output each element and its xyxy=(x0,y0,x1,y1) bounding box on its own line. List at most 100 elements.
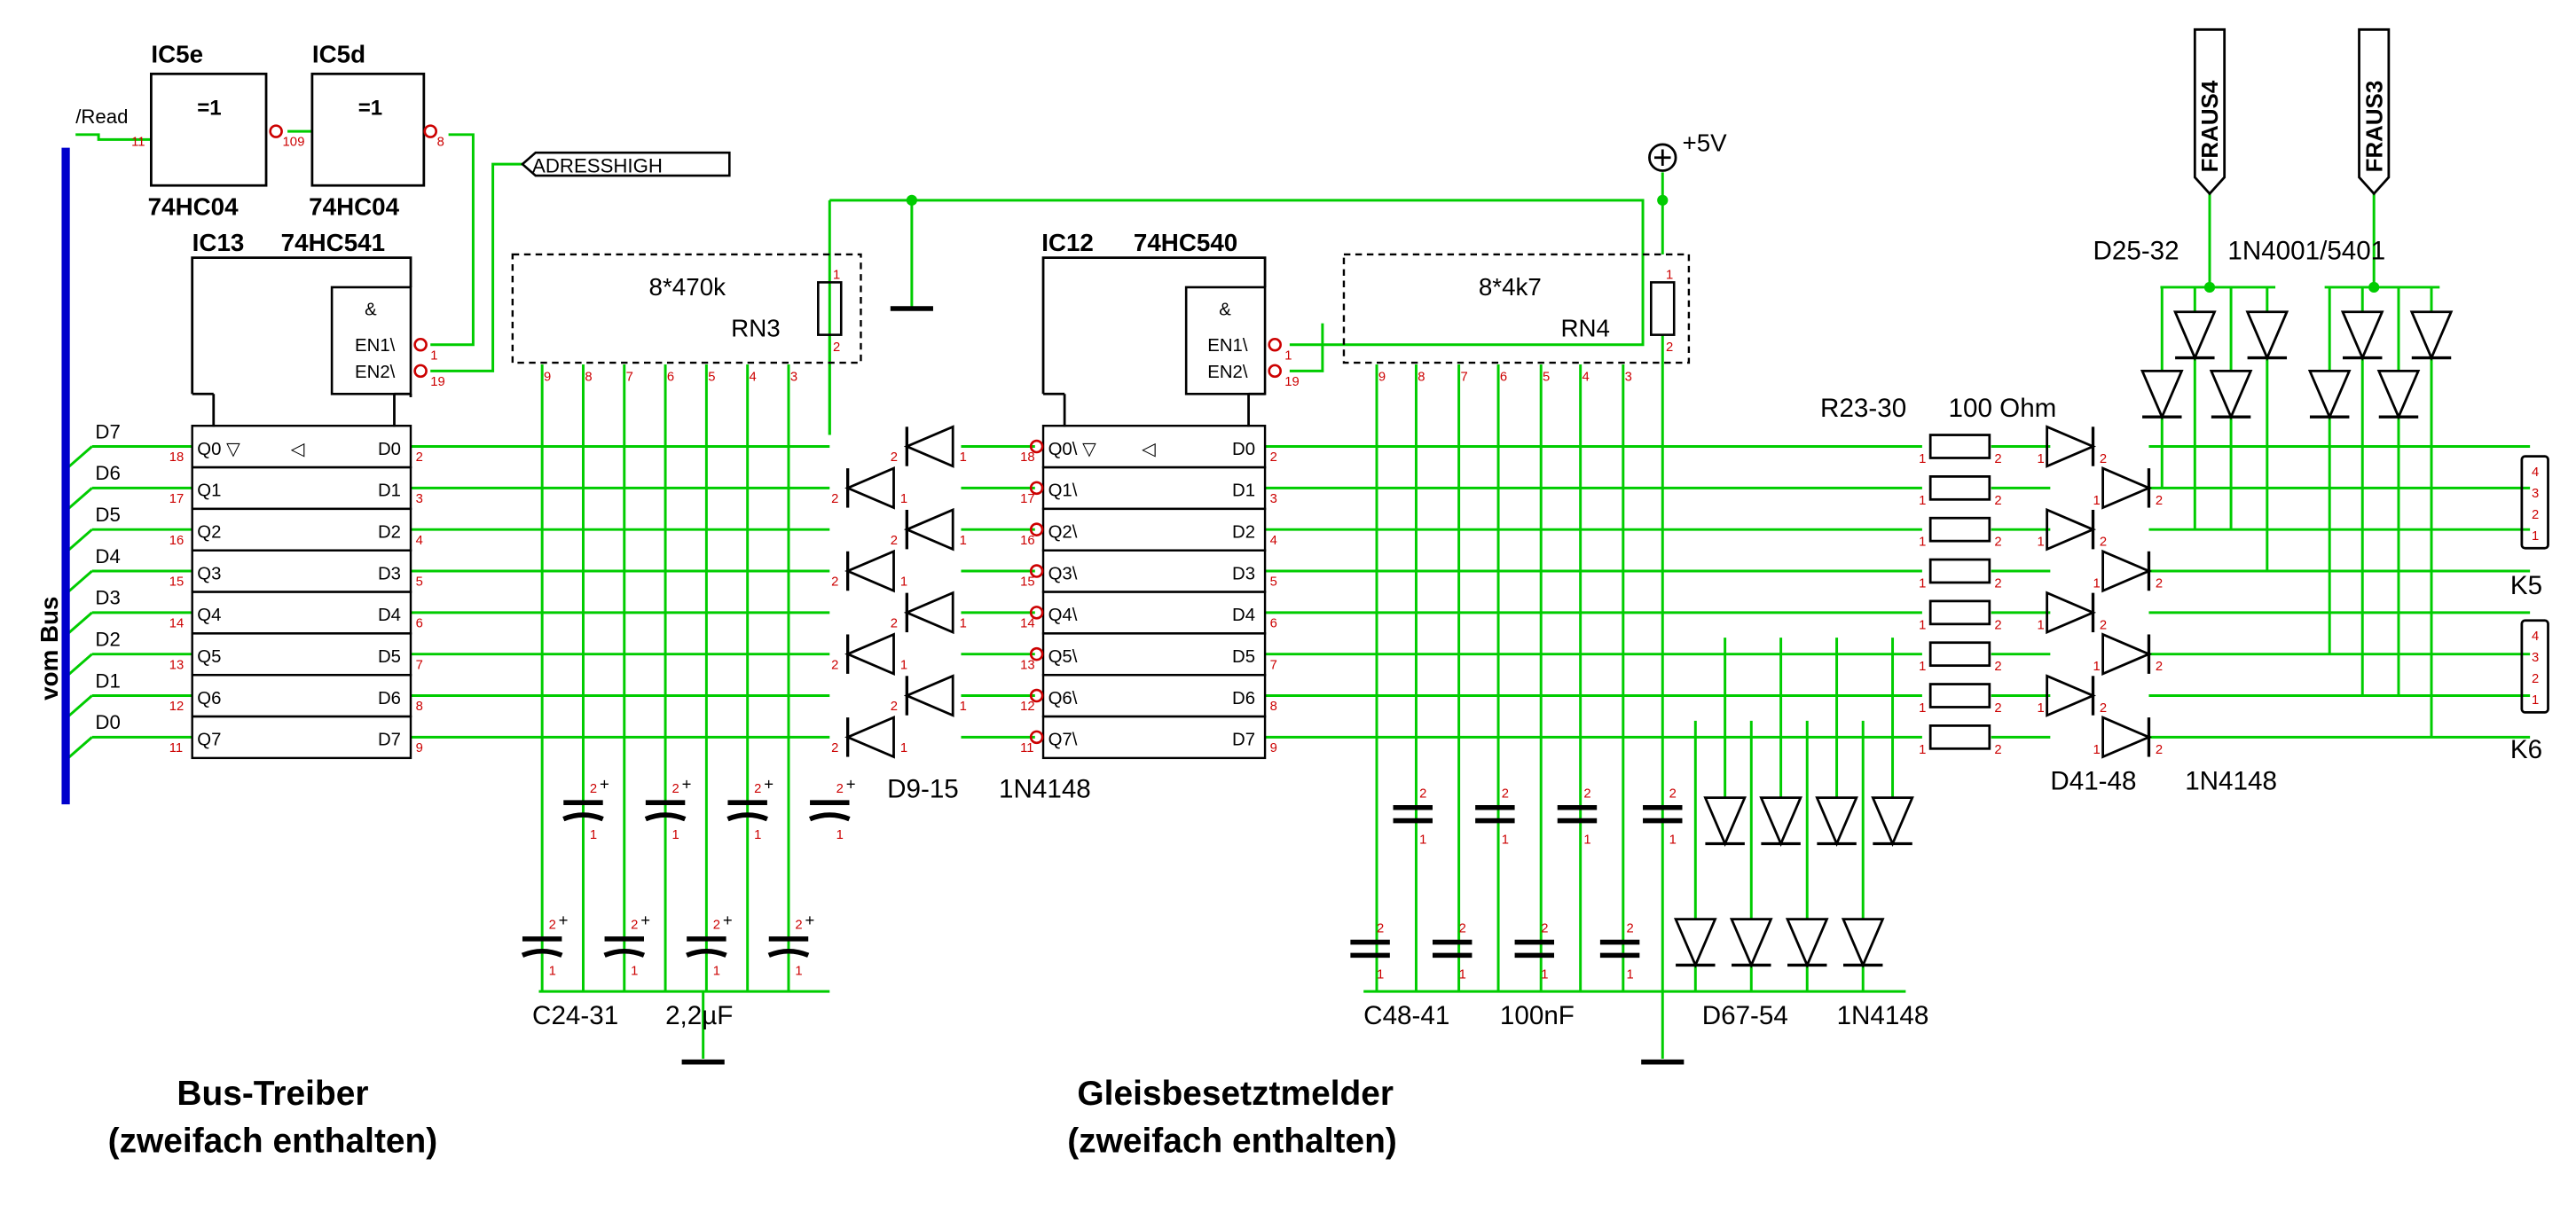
bus-branch-wire xyxy=(65,611,93,637)
d67-label: D67-54 xyxy=(1702,1001,1788,1030)
d41-label: D41-48 xyxy=(2050,766,2136,795)
ic5d-name: IC5d xyxy=(312,40,365,67)
c24-label: C24-31 xyxy=(532,1001,618,1030)
c24-capacitor-plate2 xyxy=(686,948,727,958)
r23-resistor xyxy=(1928,434,1991,459)
rn3-pin-label: 4 xyxy=(750,370,757,384)
bus-branch-wire xyxy=(65,528,93,554)
data-wires xyxy=(65,194,2531,992)
d25-diode xyxy=(2376,369,2421,420)
d41-pin: 1 xyxy=(2093,660,2101,674)
rn3-pin2: 2 xyxy=(833,340,840,355)
rn3-pin-label: 3 xyxy=(790,370,797,384)
rn3-pin-label: 9 xyxy=(544,370,551,384)
r-pin: 2 xyxy=(1994,494,2001,508)
d41-diode-body xyxy=(2046,507,2097,552)
cap-pin: 1 xyxy=(836,828,844,842)
d25-diode-body xyxy=(2340,310,2384,362)
c48-label: C48-41 xyxy=(1363,1001,1449,1030)
c24-capacitor-plate2 xyxy=(767,948,810,958)
title-left-line1: Bus-Treiber xyxy=(177,1075,368,1113)
bus-line-label-d3: D3 xyxy=(95,587,120,609)
d9-diode-body xyxy=(903,591,954,635)
d67-diode-body xyxy=(1871,796,1914,848)
d9-diode-body xyxy=(903,425,954,468)
d9-diode-body xyxy=(844,632,895,677)
ic13-name: IC13 xyxy=(192,229,245,256)
ic12-left-pin: 18 xyxy=(1020,450,1034,465)
r23-resistor xyxy=(1928,475,1991,501)
d25-diode xyxy=(2140,369,2184,420)
c24-capacitor-plate2 xyxy=(603,948,646,958)
ic13-right-pin: 4 xyxy=(416,534,423,548)
r-pin: 2 xyxy=(1994,536,2001,550)
r23-resistor xyxy=(1928,516,1991,543)
d67-value: 1N4148 xyxy=(1837,1001,1929,1030)
d25-diode xyxy=(2245,310,2289,362)
k5-connector-pin: 4 xyxy=(2532,466,2539,480)
d41-diode-body xyxy=(2046,591,2097,635)
title-mid-line2: (zweifach enthalten) xyxy=(1067,1123,1397,1161)
d25-diode-body xyxy=(2245,310,2289,362)
d67-diode xyxy=(1729,918,1773,969)
d9-pin: 2 xyxy=(891,450,898,465)
ic5d-func: =1 xyxy=(358,97,382,121)
title-left-line2: (zweifach enthalten) xyxy=(108,1123,438,1161)
bus-line-label-d7: D7 xyxy=(95,420,120,442)
cap-pin: 2 xyxy=(549,919,556,933)
d9-diode xyxy=(903,674,954,717)
cap-pin: 1 xyxy=(1583,833,1590,847)
ic12-right-label: D3 xyxy=(1232,564,1255,583)
d67-diode-body xyxy=(1785,918,1829,969)
d9-diode-body xyxy=(903,674,954,717)
rn4-value: 8*4k7 xyxy=(1479,273,1542,301)
d9-pin: 1 xyxy=(960,450,967,465)
d25-value: 1N4001/5401 xyxy=(2227,236,2385,265)
ic12-en2: EN2\ xyxy=(1207,363,1248,382)
supply-label: +5V xyxy=(1682,129,1727,156)
supply-plus5v: +5V xyxy=(1648,129,1727,172)
k6-connector-pin: 2 xyxy=(2532,672,2539,686)
ic13-en1-bubble xyxy=(413,337,428,352)
r-pin: 2 xyxy=(1994,660,2001,674)
d67-diode xyxy=(1759,796,1802,848)
ic12-right-label: D6 xyxy=(1232,689,1255,708)
d9-diode xyxy=(844,716,895,759)
r-pin: 1 xyxy=(1919,660,1926,674)
r23-resistor xyxy=(1928,641,1991,668)
r23-label: R23-30 xyxy=(1820,394,1906,423)
r23-value: 100 Ohm xyxy=(1949,394,2057,423)
cap-pin: 1 xyxy=(671,828,679,842)
ic13-left-label: Q3 xyxy=(197,564,221,583)
r-pin: 2 xyxy=(1994,743,2001,757)
ic12-input-bubble xyxy=(1029,688,1044,703)
ic12-right-label: D2 xyxy=(1232,522,1255,542)
ic13-right-label: D3 xyxy=(378,564,401,583)
cap-plus: + xyxy=(846,774,856,793)
r23-resistor xyxy=(1928,724,1991,750)
ic13-triangle-icon: ◁ xyxy=(291,440,305,459)
c24-capacitor-plate2 xyxy=(521,948,563,958)
d41-diode-body xyxy=(2046,425,2097,468)
d9-pin: 2 xyxy=(831,741,838,755)
d41-pin: 1 xyxy=(2038,618,2045,632)
cap-pin: 1 xyxy=(1541,967,1548,982)
cap-pin: 1 xyxy=(549,965,556,979)
rn4-pin-label: 3 xyxy=(1625,370,1632,384)
fraus3-flag: FRAUS3 xyxy=(2358,27,2391,196)
rn3-pin1: 1 xyxy=(833,269,840,283)
rn3-pin-label: 6 xyxy=(667,370,674,384)
d67-diode-body xyxy=(1815,796,1858,848)
ic13-left-label: Q0 ▽ xyxy=(197,440,240,459)
ic12-input-bubble xyxy=(1029,439,1044,454)
cap-pin: 1 xyxy=(1502,833,1509,847)
ic12-input-bubble xyxy=(1029,606,1044,620)
d41-diode xyxy=(2046,425,2097,468)
junction-dot xyxy=(1657,194,1669,206)
ic12-right-label: D0 xyxy=(1232,440,1255,459)
fraus3-label: FRAUS3 xyxy=(2362,81,2387,173)
d41-diode xyxy=(2101,549,2152,593)
d67-diode xyxy=(1841,918,1885,969)
d9-pin: 2 xyxy=(891,617,898,631)
